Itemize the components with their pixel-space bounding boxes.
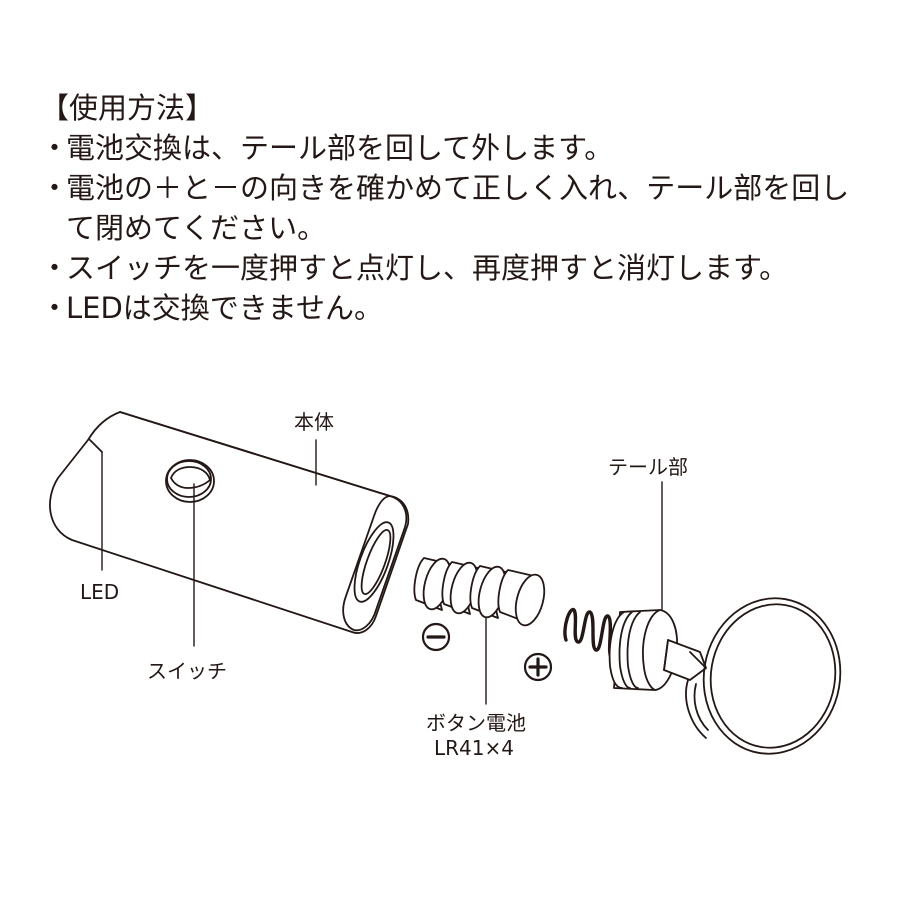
flashlight-body-illustration <box>49 411 410 634</box>
battery-spec-label: LR41×4 <box>434 736 514 760</box>
button-batteries-illustration <box>413 557 546 627</box>
tail-label: テール部 <box>608 455 688 479</box>
negative-polarity-icon <box>421 622 451 652</box>
instruction-text: スイッチを一度押すと点灯し、再度押すと消灯します。 <box>66 251 789 285</box>
key-ring-illustration <box>685 597 842 755</box>
instruction-text: LEDは交換できません。 <box>66 291 383 325</box>
instruction-item: ・ 電池の＋と－の向きを確かめて正しく入れ、テール部を回し て閉めてください。 <box>40 168 870 248</box>
instruction-item: ・ スイッチを一度押すと点灯し、再度押すと消灯します。 <box>40 248 870 288</box>
positive-polarity-icon <box>523 652 553 682</box>
instruction-text: 電池交換は、テール部を回して外します。 <box>66 131 614 165</box>
usage-instructions: 【使用方法】 ・ 電池交換は、テール部を回して外します。 ・ 電池の＋と－の向き… <box>40 88 870 328</box>
bullet-dot: ・ <box>40 171 70 205</box>
switch-label: スイッチ <box>147 659 227 683</box>
body-label: 本体 <box>294 410 334 434</box>
bullet-dot: ・ <box>40 291 70 325</box>
instructions-heading: 【使用方法】 <box>40 91 215 125</box>
battery-name-label: ボタン電池 <box>426 711 526 735</box>
bullet-dot: ・ <box>40 251 70 285</box>
instruction-item: ・ 電池交換は、テール部を回して外します。 <box>40 128 870 168</box>
led-label: LED <box>80 580 120 604</box>
instruction-text: 電池の＋と－の向きを確かめて正しく入れ、テール部を回し て閉めてください。 <box>66 171 850 245</box>
instruction-item: ・ LEDは交換できません。 <box>40 288 870 328</box>
tail-cap-illustration <box>608 609 707 691</box>
bullet-dot: ・ <box>40 131 70 165</box>
